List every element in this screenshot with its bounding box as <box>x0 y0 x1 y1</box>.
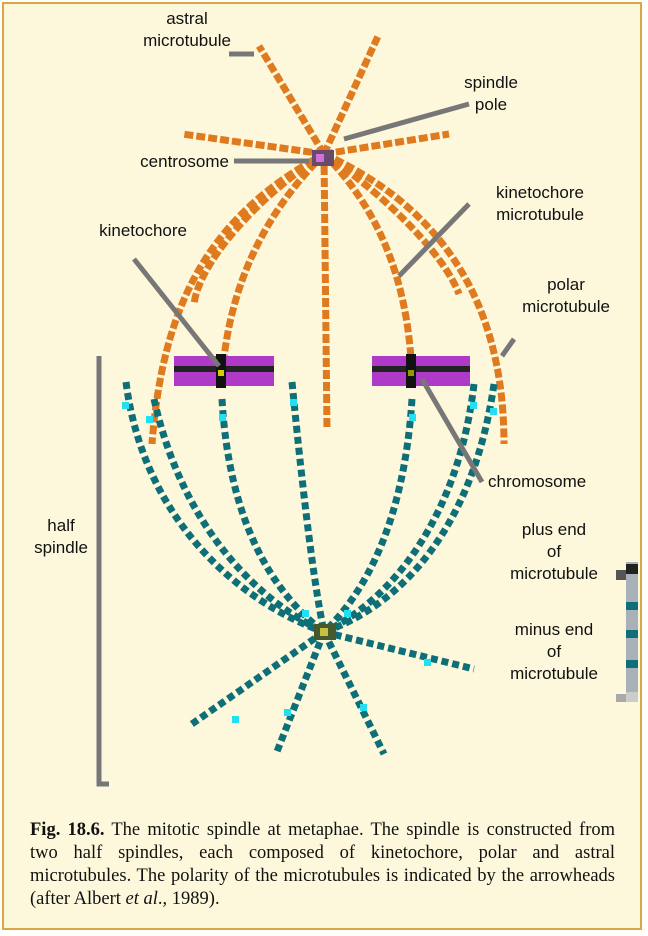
label-centrosome: centrosome <box>140 152 229 171</box>
caption-et-al: et al <box>126 889 158 909</box>
astral-microtubule <box>324 632 384 754</box>
label-minus-end-3: microtubule <box>510 664 598 683</box>
lower-half-spindle <box>126 382 494 754</box>
label-kinetochore: kinetochore <box>99 221 187 240</box>
centrosome-icon <box>312 150 334 166</box>
label-minus-end-1: minus end <box>515 620 593 639</box>
pointer-half-spindle <box>99 356 109 784</box>
label-plus-end-1: plus end <box>522 520 586 539</box>
pointer-polar <box>502 339 514 356</box>
astral-microtubule <box>276 632 324 754</box>
pointer-chromosome <box>422 379 482 482</box>
pointer-spindle-pole <box>344 104 469 139</box>
label-plus-end-2: of <box>547 542 561 561</box>
caption-text-end: ., 1989). <box>158 889 220 909</box>
label-plus-end-3: microtubule <box>510 564 598 583</box>
astral-microtubule <box>182 134 324 154</box>
polar-microtubule <box>292 382 324 632</box>
label-minus-end-2: of <box>547 642 561 661</box>
polar-microtubule <box>154 399 324 632</box>
chromosome-icon <box>372 354 470 388</box>
astral-microtubule <box>189 632 324 726</box>
label-spindle-pole-1: spindle <box>464 73 518 92</box>
kinetochore-microtubule <box>324 399 412 632</box>
label-astral-1: astral <box>166 9 208 28</box>
figure-frame: astral microtubule spindle pole centroso… <box>2 2 642 930</box>
polar-microtubule <box>324 154 327 429</box>
label-astral-2: microtubule <box>143 31 231 50</box>
label-half-spindle-1: half <box>47 516 75 535</box>
figure-caption: Fig. 18.6. The mitotic spindle at metaph… <box>30 819 615 911</box>
astral-microtubule <box>324 134 449 154</box>
polar-microtubule <box>324 384 474 632</box>
centrosome-icon <box>314 624 336 640</box>
label-kinetochore-mt-2: microtubule <box>496 205 584 224</box>
label-polar-2: microtubule <box>522 297 610 316</box>
chromosome-icon <box>174 354 274 388</box>
microtubule-polarity-icon <box>616 562 638 702</box>
label-polar-1: polar <box>547 275 585 294</box>
label-spindle-pole-2: pole <box>475 95 507 114</box>
figure-number: Fig. 18.6. <box>30 820 105 840</box>
label-chromosome: chromosome <box>488 472 586 491</box>
mitotic-spindle-diagram: astral microtubule spindle pole centroso… <box>4 4 644 804</box>
caption-text: The mitotic spindle at metaphae. The spi… <box>30 820 615 909</box>
label-half-spindle-2: spindle <box>34 538 88 557</box>
label-kinetochore-mt-1: kinetochore <box>496 183 584 202</box>
astral-microtubule <box>324 632 474 669</box>
astral-microtubule <box>259 46 324 154</box>
